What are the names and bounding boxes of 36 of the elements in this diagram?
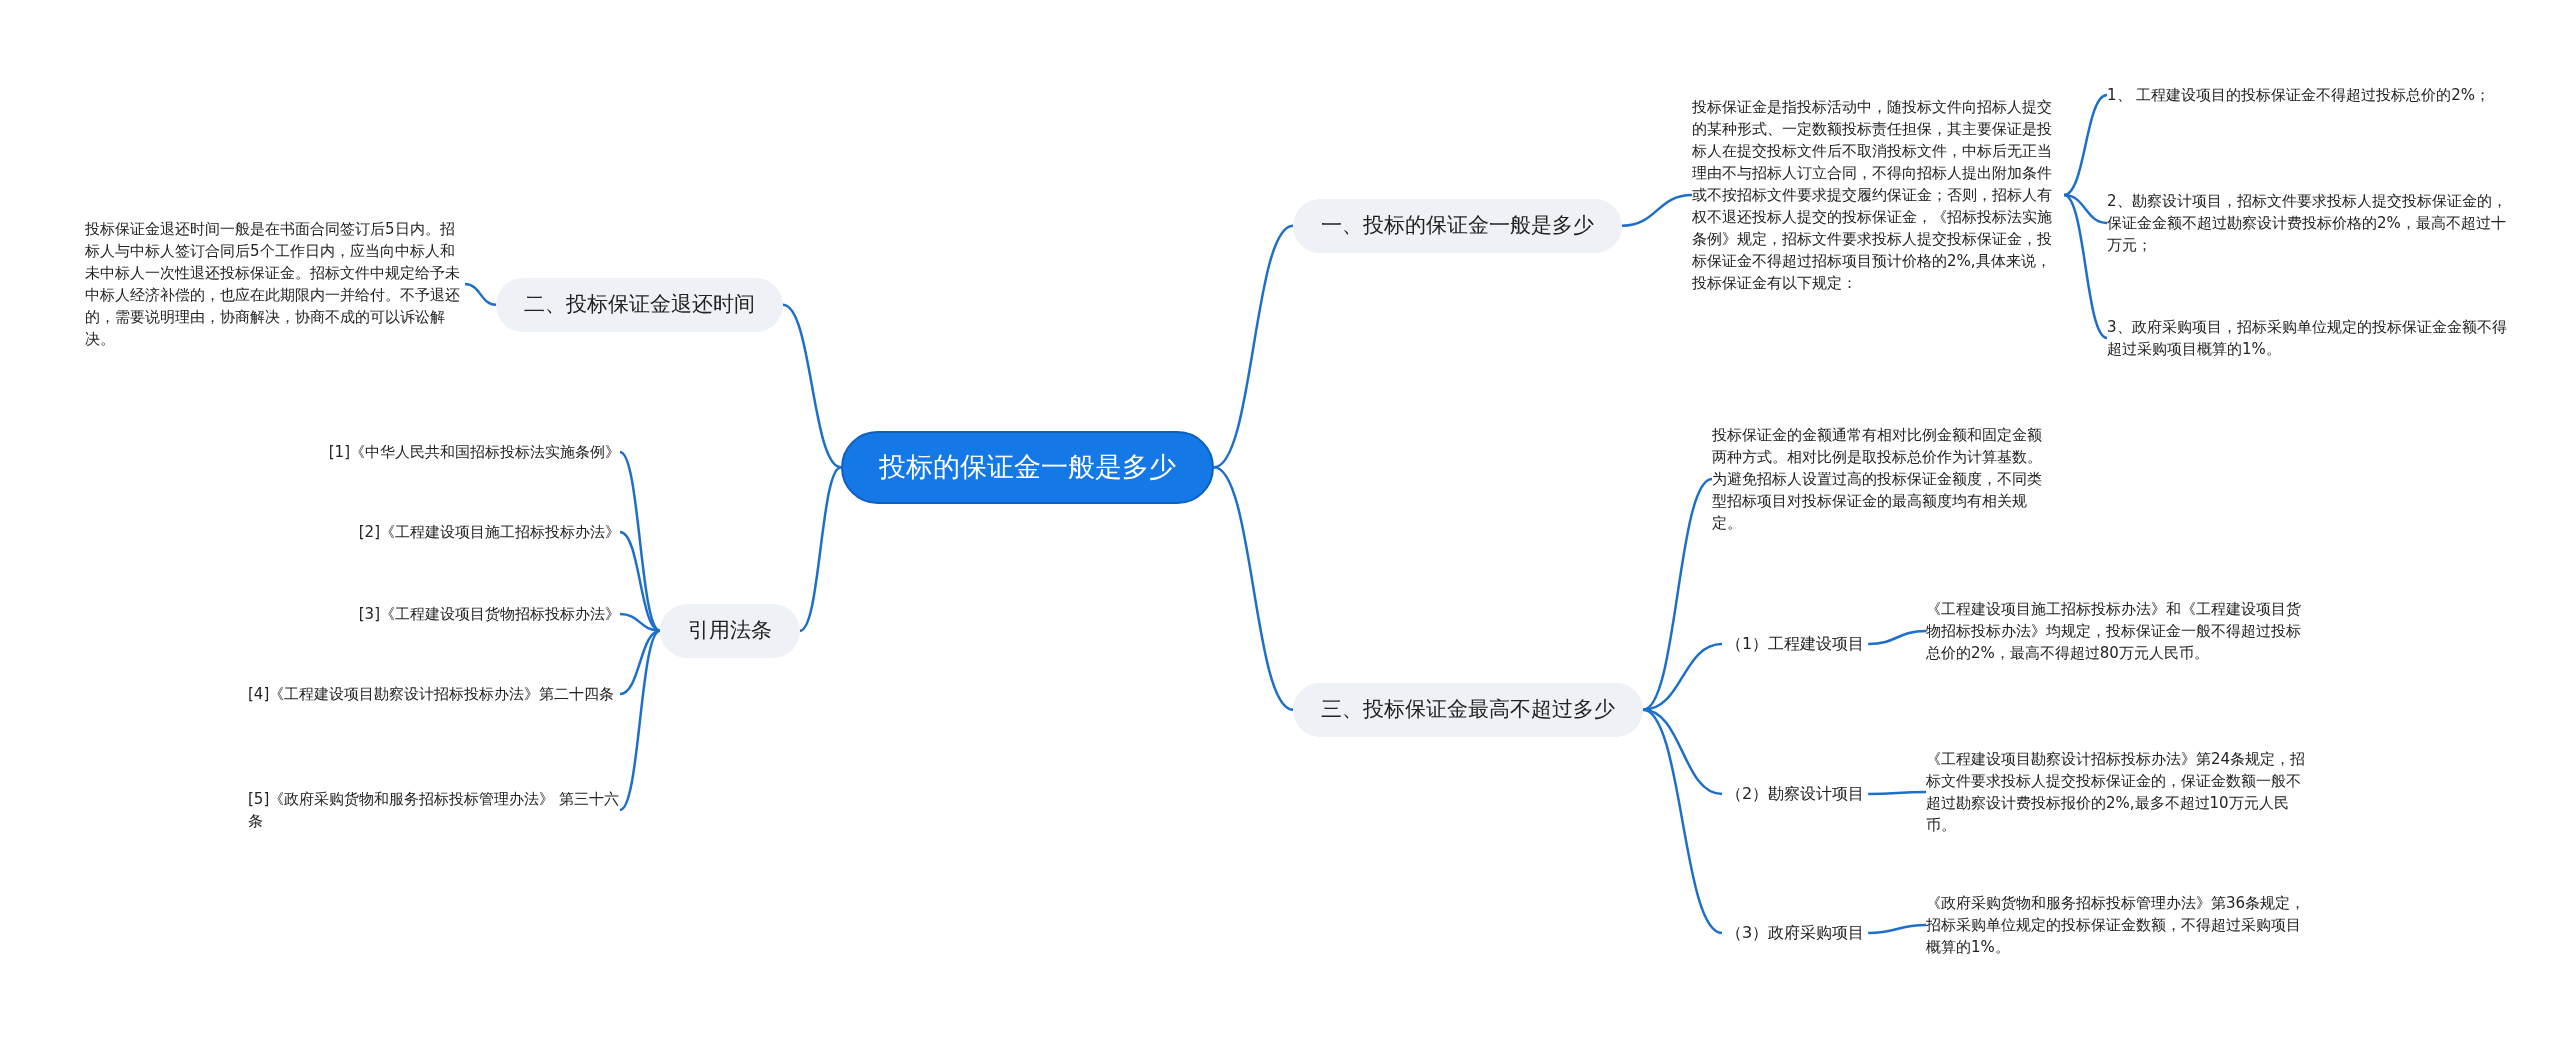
topic-pill: 一、投标的保证金一般是多少 [1293, 199, 1622, 253]
note-text: 《工程建设项目勘察设计招标投标办法》第24条规定，招标文件要求投标人提交投标保证金的，保证金数额一般不超过勘察设计费投标报价的2%,最多不超过10万元人民币。 [1926, 748, 2306, 836]
central-topic: 投标的保证金一般是多少 [841, 431, 1214, 504]
subtopic-label: （3）政府采购项目 [1722, 921, 1869, 945]
connector-line [782, 303, 842, 469]
connector-line [1868, 923, 1927, 935]
connector-line [619, 629, 661, 811]
topic-pill: 二、投标保证金退还时间 [496, 278, 783, 332]
note-text: 投标保证金是指投标活动中，随投标文件向招标人提交的某种形式、一定数额投标责任担保，其主要保证是投标人在提交投标文件后不取消投标文件，中标后无正当理由不与招标人订立合同，不得向招标人提出附加条件或不按招标文件要求提交履约保证金；否则，招标人有权不退还投标人提交的投标保证金，《招标投标法实施条例》规定，招标文件要求投标人提交投标保证金，投标保证金不得超过招标项目预计价格的2%,具体来说，投标保证金有以下规定： [1692, 96, 2064, 294]
note-text: 1、 工程建设项目的投标保证金不得超过投标总价的2%； [2107, 84, 2517, 106]
note-text: 投标保证金的金额通常有相对比例金额和固定金额两种方式。相对比例是取投标总价作为计算基数。为避免招标人设置过高的投标保证金额度，不同类型招标项目对投标保证金的最高额度均有相关规定。 [1712, 424, 2052, 534]
connector-line [1868, 790, 1926, 796]
subtopic-label: （1）工程建设项目 [1722, 632, 1869, 656]
note-text: 投标保证金退还时间一般是在书面合同签订后5日内。招标人与中标人签订合同后5个工作日内，应当向中标人和未中标人一次性退还投标保证金。招标文件中规定给予未中标人经济补偿的，也应在此期限内一并给付。不予退还的，需要说明理由，协商解决，协商不成的可以诉讼解决。 [85, 218, 465, 350]
connector-line [2063, 93, 2108, 197]
connector-line [464, 282, 497, 306]
connector-line [1868, 629, 1927, 646]
note-text: 3、政府采购项目，招标采购单位规定的投标保证金金额不得超过采购项目概算的1%。 [2107, 316, 2517, 360]
reference-text: [3]《工程建设项目货物招标投标办法》 [220, 603, 620, 625]
connector-line [1621, 193, 1693, 227]
connector-line [619, 451, 661, 632]
connector-line [1642, 642, 1723, 711]
note-text: 《政府采购货物和服务招标投标管理办法》第36条规定，招标采购单位规定的投标保证金数额，不得超过采购项目概算的1%。 [1926, 892, 2306, 958]
topic-pill: 引用法条 [660, 604, 800, 658]
reference-text: [1]《中华人民共和国招标投标法实施条例》 [220, 441, 620, 463]
reference-text: [5]《政府采购货物和服务招标投标管理办法》 第三十六条 [248, 788, 620, 832]
note-text: 《工程建设项目施工招标投标办法》和《工程建设项目货物招标投标办法》均规定，投标保证金一般不得超过投标总价的2%，最高不得超过80万元人民币。 [1926, 598, 2306, 664]
reference-text: [4]《工程建设项目勘察设计招标投标办法》第二十四条 [248, 683, 620, 705]
subtopic-label: （2）勘察设计项目 [1722, 782, 1869, 806]
connector-line [2063, 193, 2108, 340]
connector-line [1642, 708, 1723, 935]
note-text: 2、勘察设计项目，招标文件要求投标人提交投标保证金的，保证金金额不超过勘察设计费投标价格的2%，最高不超过十万元； [2107, 190, 2517, 256]
reference-text: [2]《工程建设项目施工招标投标办法》 [220, 521, 620, 543]
topic-pill: 三、投标保证金最高不超过多少 [1293, 683, 1643, 737]
connector-line [799, 466, 842, 632]
connector-line [1213, 466, 1294, 711]
